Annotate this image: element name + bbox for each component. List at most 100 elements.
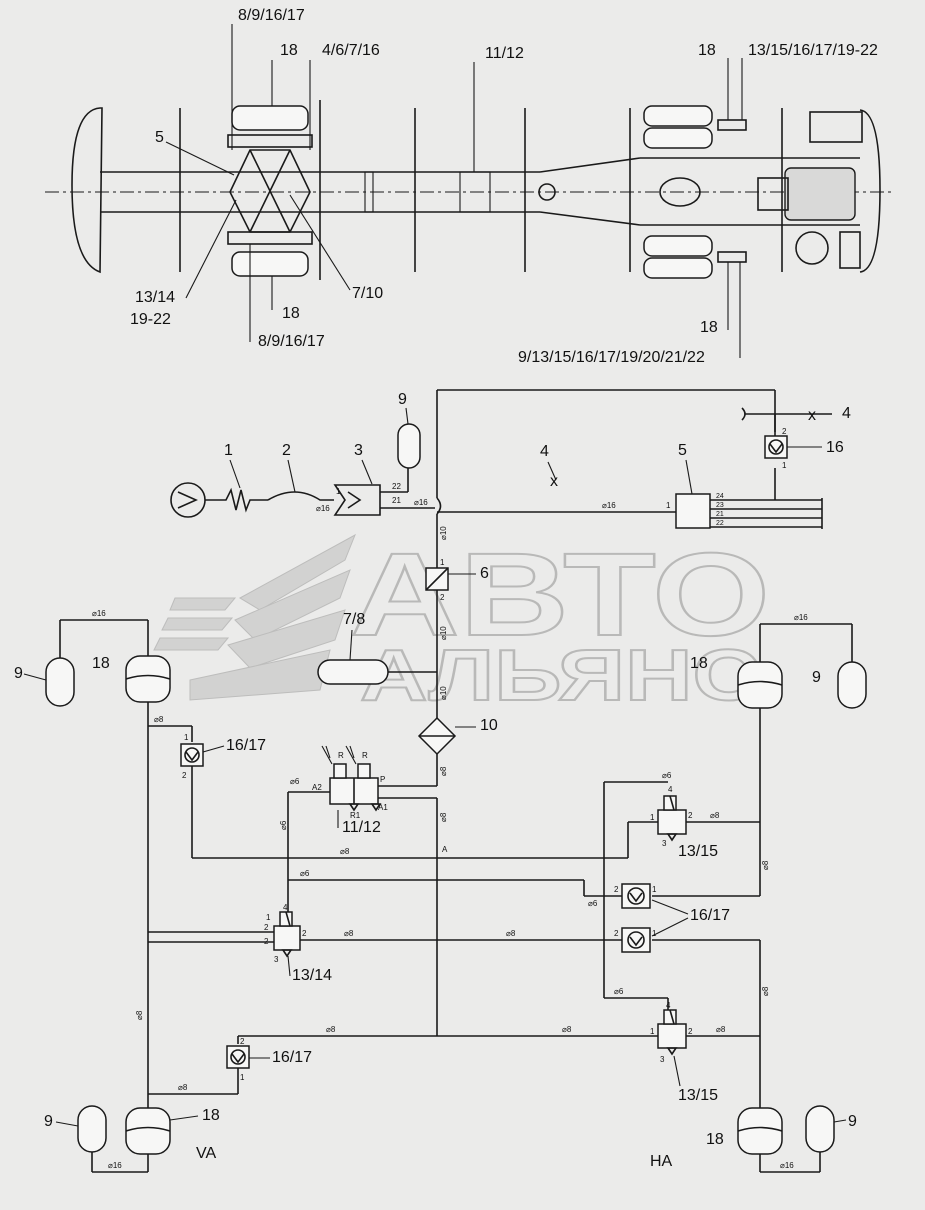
reservoir-9-bottom-right — [805, 1105, 835, 1153]
port-p21-a: 21 — [392, 496, 401, 505]
rear-tyre-left-1 — [643, 105, 713, 127]
callout-c11: 7/10 — [352, 285, 383, 302]
port-p1-d: 1 — [440, 558, 445, 567]
pipe-d8-e: ⌀8 — [344, 929, 354, 938]
watermark-line2: АЛЬЯНС — [360, 636, 760, 716]
callout-c4: 11/12 — [485, 45, 524, 62]
pipe-d16-d: ⌀16 — [92, 609, 106, 618]
reservoir-9-bottom-left — [77, 1105, 107, 1153]
callout-c9: 19-22 — [130, 311, 171, 328]
label-n9a: 9 — [398, 391, 407, 408]
air-spring-18-top-left — [125, 655, 171, 703]
pipe-d16-f: ⌀16 — [108, 1161, 122, 1170]
reservoir-9-top — [397, 423, 421, 469]
label-n1617c: 16/17 — [272, 1049, 312, 1066]
port-pR-a: R — [338, 751, 344, 760]
port-p2-f: 2 — [240, 1037, 245, 1046]
label-n5: 5 — [678, 442, 687, 459]
pipe-d8-b: ⌀8 — [439, 812, 448, 822]
pipe-d8-k: ⌀8 — [326, 1025, 336, 1034]
reservoir-9-top-right — [837, 661, 867, 709]
air-dryer-symbol-icon — [333, 484, 381, 516]
port-p4-b: 4 — [668, 785, 673, 794]
port-p23: 23 — [716, 502, 724, 509]
port-pP: P — [380, 775, 385, 784]
rear-tyre-right-2 — [643, 257, 713, 279]
callout-c1: 8/9/16/17 — [238, 7, 305, 24]
pipe-d16-a: ⌀16 — [316, 504, 330, 513]
port-p1-f: 1 — [652, 885, 657, 894]
callout-c10: 18 — [282, 305, 300, 322]
compressor-symbol-icon — [170, 482, 206, 518]
label-ha: HA — [650, 1153, 673, 1170]
label-n1112: 11/12 — [342, 819, 381, 836]
air-spring-18-bottom-left — [125, 1107, 171, 1155]
callout-c14: 9/13/15/16/17/19/20/21/22 — [518, 349, 705, 366]
pipe-d10-a: ⌀10 — [439, 526, 448, 540]
pipe-d16-e: ⌀16 — [794, 613, 808, 622]
label-n1315b: 13/15 — [678, 1087, 718, 1104]
port-p3-a: 3 — [274, 955, 279, 964]
rear-tyre-left-2 — [643, 127, 713, 149]
callout-c3: 4/6/7/16 — [322, 42, 380, 59]
port-p2-h: 2 — [264, 937, 269, 946]
pipe-d8-d: ⌀8 — [340, 847, 350, 856]
svg-text:x: x — [550, 473, 558, 490]
check-valve-16-17-right-top: 2 1 — [614, 883, 657, 909]
svg-text:x: x — [808, 407, 816, 424]
pipe-d8-a: ⌀8 — [439, 766, 448, 776]
reservoir-9-top-left — [45, 657, 75, 707]
supply-section: 1 2 ⌀16 3 1 22 21 ⌀16 9 ⌀10 ⌀16 4 x — [170, 389, 851, 568]
pipe-d6-a: ⌀6 — [290, 777, 300, 786]
label-n18d: 18 — [706, 1131, 724, 1148]
label-va: VA — [196, 1145, 216, 1162]
label-n16: 16 — [826, 439, 844, 456]
label-n1315a: 13/15 — [678, 843, 718, 860]
port-p1-i: 1 — [266, 913, 271, 922]
label-n4a: 4 — [540, 443, 549, 460]
label-n18b: 18 — [690, 655, 708, 672]
callout-c13: 18 — [700, 319, 718, 336]
label-n10: 10 — [480, 717, 498, 734]
port-p1-a: 1 — [336, 487, 341, 496]
port-p24: 24 — [716, 493, 724, 500]
port-p2-d: 2 — [614, 885, 619, 894]
callout-c5: 18 — [698, 42, 716, 59]
check-valve-16-17-right-bottom: 2 1 — [614, 927, 657, 953]
port-p2-c: 2 — [182, 771, 187, 780]
pipe-d8-c: ⌀8 — [154, 715, 164, 724]
check-valve-16-17-upper-left: 1 2 — [180, 733, 204, 780]
label-n1617a: 16/17 — [226, 737, 266, 754]
label-n18c: 18 — [202, 1107, 220, 1124]
port-p1-k: 1 — [650, 1027, 655, 1036]
levelling-valve-13-15-lower: 4 1 2 3 — [650, 1001, 693, 1064]
callout-c2: 18 — [280, 42, 298, 59]
port-p21-b: 21 — [716, 511, 724, 518]
label-n9c: 9 — [812, 669, 821, 686]
callout-c12: 8/9/16/17 — [258, 333, 325, 350]
pipe-d6-d: ⌀6 — [588, 899, 598, 908]
air-springs-and-reservoirs: 18 9 18 9 18 9 VA 18 9 HA — [14, 655, 867, 1170]
valve-block-5 — [675, 493, 711, 529]
levelling-valve-13-14: 4 1 2 2 2 3 — [264, 903, 307, 964]
tank-top — [809, 111, 863, 143]
chassis-top-view: 8/9/16/17 18 4/6/7/16 11/12 18 13/15/16/… — [45, 7, 895, 366]
label-n4b: 4 — [842, 405, 851, 422]
label-n9b: 9 — [14, 665, 23, 682]
watermark-line1: АВТО — [350, 529, 770, 661]
front-tyre-right — [231, 251, 309, 277]
pipe-d16-b: ⌀16 — [414, 498, 428, 507]
check-valves-16-17: 1 2 16/17 2 1 2 1 16/17 2 1 — [180, 733, 730, 1082]
port-p3-b: 3 — [662, 839, 667, 848]
pipe-d6-e: ⌀6 — [662, 771, 672, 780]
pipe-d10-b: ⌀10 — [439, 626, 448, 640]
port-pA: A — [442, 845, 448, 854]
label-n78: 7/8 — [343, 611, 365, 628]
engine-block — [784, 167, 856, 221]
pipe-d8-f: ⌀8 — [506, 929, 516, 938]
levelling-valve-13-15-upper: 4 1 2 3 — [650, 785, 693, 848]
port-p1-c: 1 — [782, 461, 787, 470]
front-tyre-left — [231, 105, 309, 131]
pipe-d6-c: ⌀6 — [300, 869, 310, 878]
